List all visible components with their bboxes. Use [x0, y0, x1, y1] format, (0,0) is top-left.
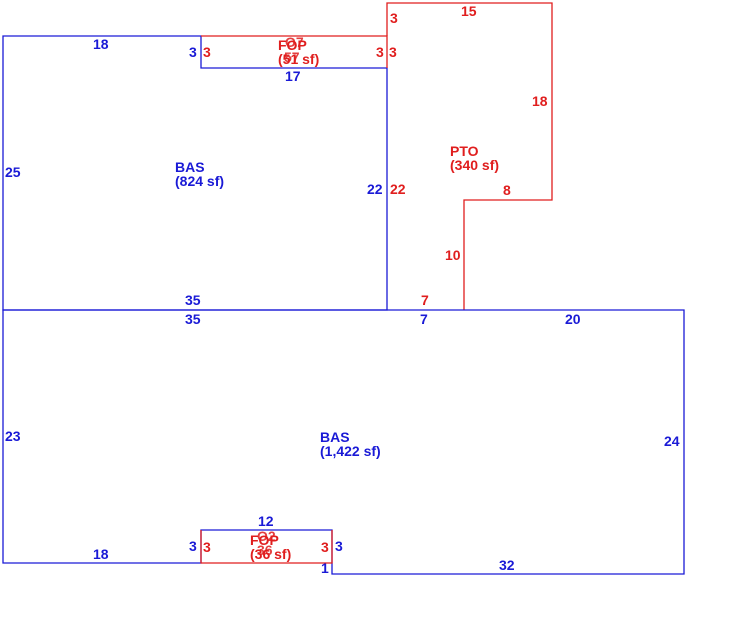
dim-upper-bas-top: 18: [93, 36, 109, 52]
dim-fop1-right-blue: 3: [389, 44, 397, 60]
upper-fop-overlap-code: O7: [285, 34, 304, 50]
dim-lower-top-left: 35: [185, 311, 201, 327]
dim-lower-bottom-left: 18: [93, 546, 109, 562]
dim-fop2-left-red: 3: [203, 539, 211, 555]
dim-lower-left: 23: [5, 428, 21, 444]
lower-fop-outline: [200, 530, 333, 564]
dim-pto-step: 8: [503, 182, 511, 198]
pto-outline: [386, 2, 553, 310]
dim-fop2-top: 12: [258, 513, 274, 529]
dim-lower-top-right: 20: [565, 311, 581, 327]
dim-lower-step: 1: [321, 560, 329, 576]
lower-fop-overlap-code: O2: [257, 528, 276, 544]
lower-bas-code: BAS: [320, 429, 350, 445]
dim-pto-left-low: 10: [445, 247, 461, 263]
dim-fop1-bottom: 17: [285, 68, 301, 84]
lower-fop-size: (36 sf): [250, 546, 291, 562]
upper-bas-size: (824 sf): [175, 173, 224, 189]
dim-pto-left-mid: 22: [390, 181, 406, 197]
dim-lower-bottom-right: 32: [499, 557, 515, 573]
dim-upper-bas-left: 25: [5, 164, 21, 180]
lower-fop-overlap-size: 36: [257, 542, 273, 558]
lower-bas-size: (1,422 sf): [320, 443, 381, 459]
dim-pto-right: 18: [532, 93, 548, 109]
dim-lower-right: 24: [664, 433, 680, 449]
dim-fop2-left-blue: 3: [189, 538, 197, 554]
dim-pto-left-top: 3: [390, 10, 398, 26]
dim-pto-top: 15: [461, 3, 477, 19]
dim-fop2-right-blue: 3: [335, 538, 343, 554]
dim-pto-bottom: 7: [421, 292, 429, 308]
upper-bas-code: BAS: [175, 159, 205, 175]
pto-code: PTO: [450, 143, 479, 159]
dim-upper-bas-right: 22: [367, 181, 383, 197]
upper-fop-overlap-size: 57: [284, 49, 300, 65]
upper-fop-code: FOP: [278, 37, 307, 53]
pto-size: (340 sf): [450, 157, 499, 173]
upper-fop-size: (51 sf): [278, 51, 319, 67]
lower-fop-code: FOP: [250, 532, 279, 548]
dim-fop2-right-red: 3: [321, 539, 329, 555]
dim-upper-bas-bottom: 35: [185, 292, 201, 308]
dim-lower-top-mid: 7: [420, 311, 428, 327]
dim-fop1-left-blue: 3: [189, 44, 197, 60]
dim-fop1-left-red: 3: [203, 44, 211, 60]
dim-fop1-right-red: 3: [376, 44, 384, 60]
